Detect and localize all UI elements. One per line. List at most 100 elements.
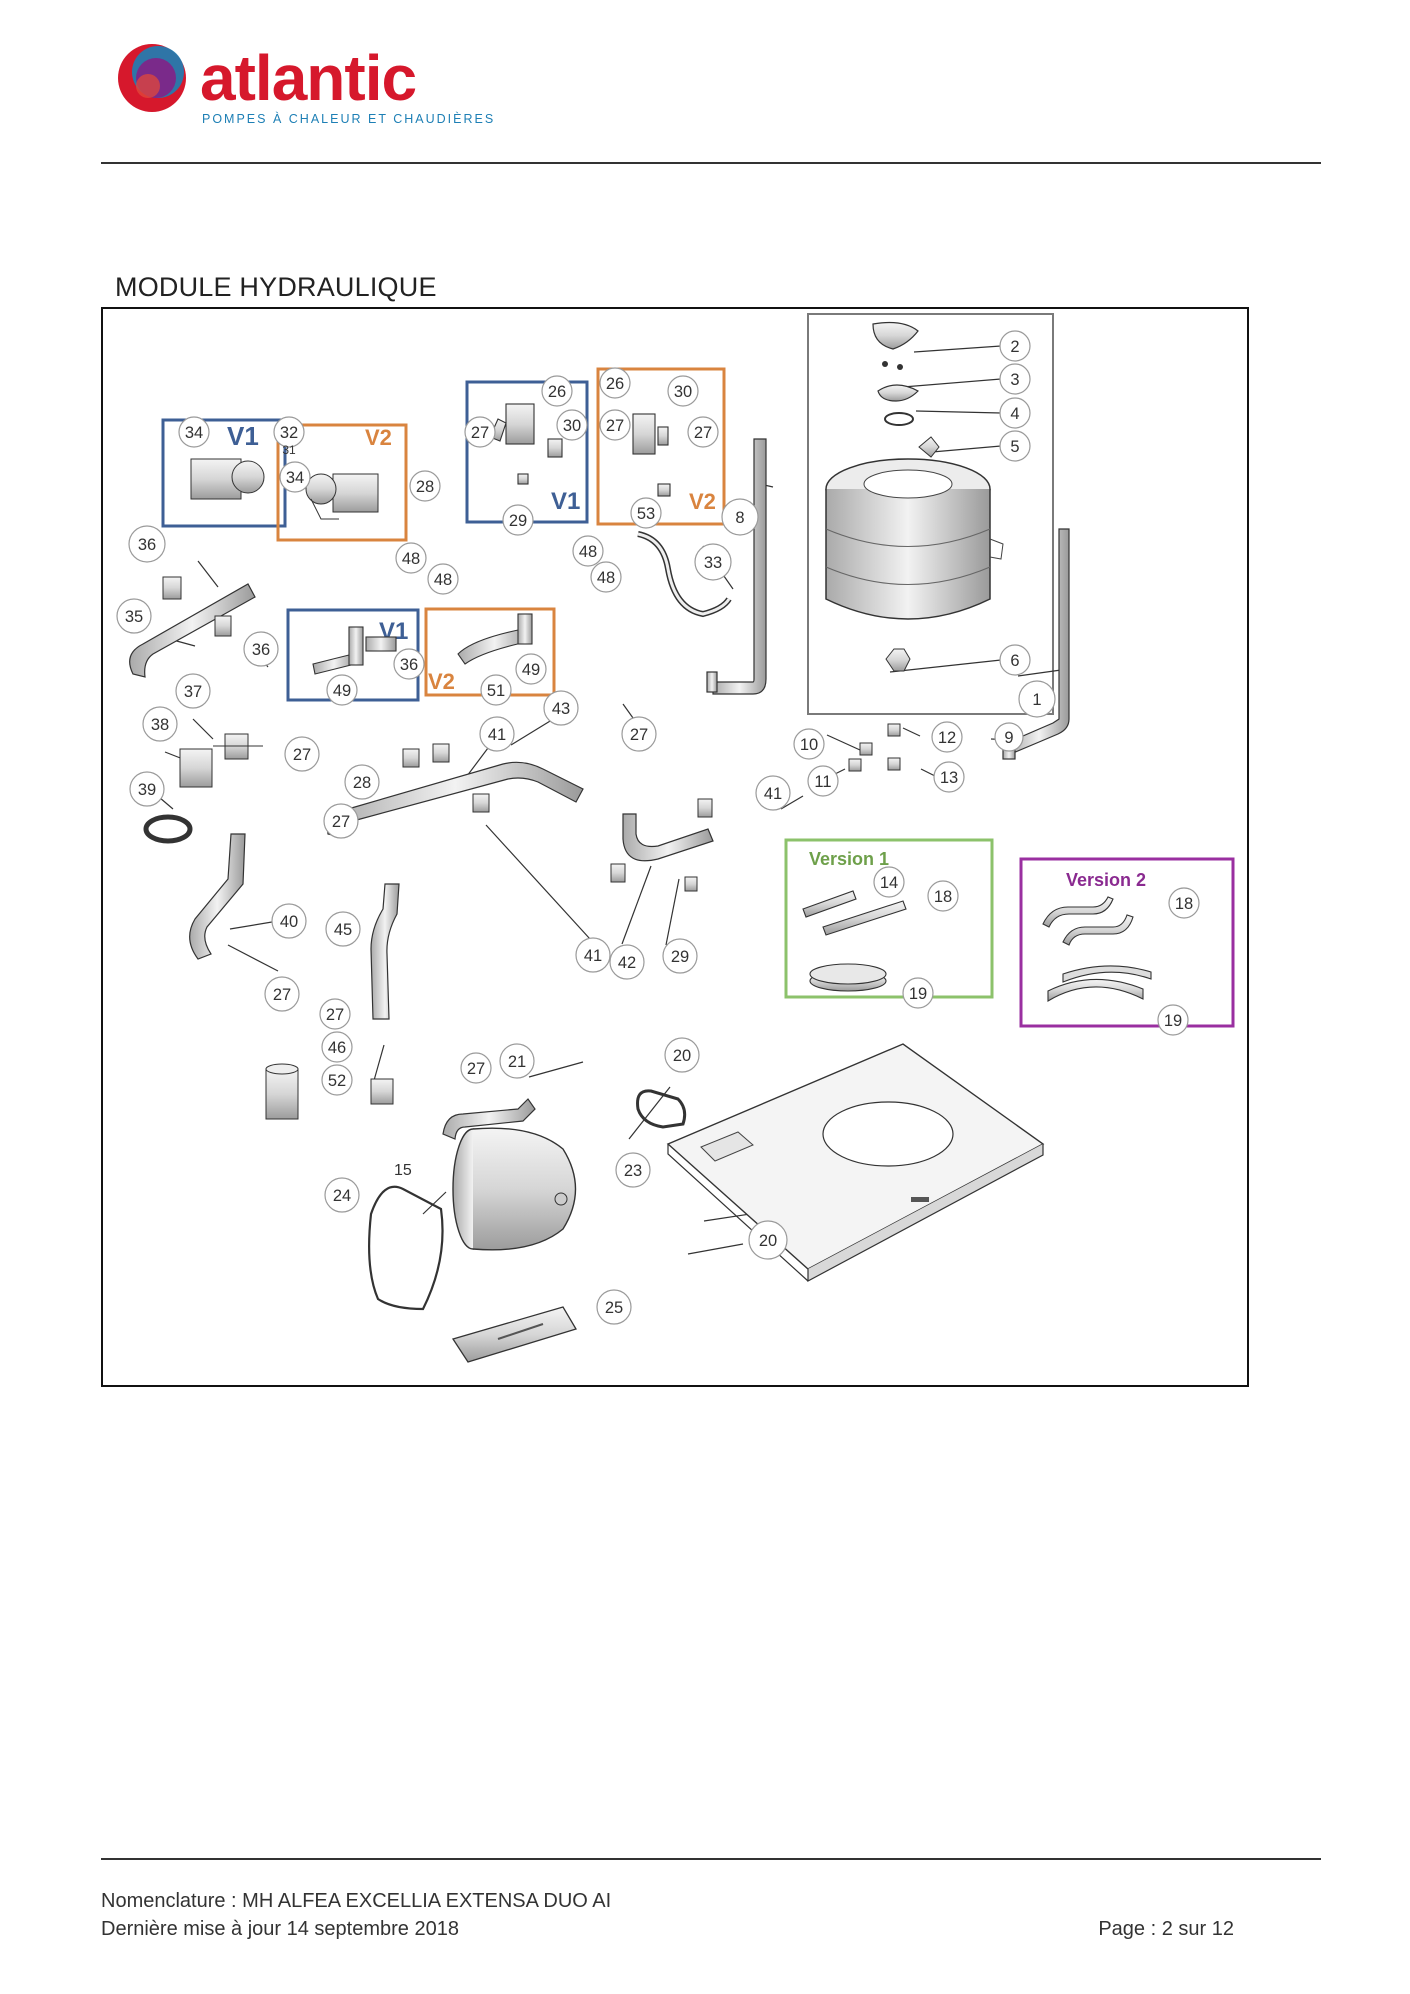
pipe-40 xyxy=(189,833,246,960)
callout-42: 42 xyxy=(609,944,645,980)
svg-text:53: 53 xyxy=(637,505,655,523)
svg-text:52: 52 xyxy=(328,1072,346,1090)
svg-text:14: 14 xyxy=(880,874,898,892)
svg-text:49: 49 xyxy=(333,682,351,700)
callout-19: 20 xyxy=(748,1220,788,1260)
callout-27: 27 xyxy=(460,1052,492,1084)
svg-text:18: 18 xyxy=(934,888,952,906)
svg-text:27: 27 xyxy=(326,1006,344,1024)
svg-text:36: 36 xyxy=(252,641,270,659)
svg-text:2: 2 xyxy=(1010,338,1019,356)
callout-34: 34 xyxy=(279,461,311,493)
callout-9: 9 xyxy=(994,722,1024,752)
svg-text:27: 27 xyxy=(630,726,648,744)
svg-text:21: 21 xyxy=(508,1053,526,1071)
callout-27: 27 xyxy=(323,803,359,839)
svg-text:35: 35 xyxy=(125,608,143,626)
svg-text:19: 19 xyxy=(1164,1012,1182,1030)
callout-14: 18 xyxy=(927,880,959,912)
svg-text:36: 36 xyxy=(400,656,418,674)
svg-text:43: 43 xyxy=(552,700,570,718)
callout-26: 26 xyxy=(599,367,631,399)
svg-text:13: 13 xyxy=(940,769,958,787)
svg-text:42: 42 xyxy=(618,954,636,972)
callout-25: 25 xyxy=(596,1289,632,1325)
svg-text:34: 34 xyxy=(185,424,203,442)
callout-24: 24 xyxy=(324,1177,360,1213)
svg-text:48: 48 xyxy=(579,543,597,561)
svg-text:27: 27 xyxy=(694,424,712,442)
callout-2: 2 xyxy=(999,330,1031,362)
svg-text:32: 32 xyxy=(280,424,298,442)
svg-text:9: 9 xyxy=(1004,729,1013,747)
pipe-35 xyxy=(129,583,256,678)
cable-39 xyxy=(143,814,193,844)
callouts: 2 3 4 5 6 1 8 9 10 11 12 13 26 30 27 26 … xyxy=(116,330,1200,1325)
svg-text:10: 10 xyxy=(800,736,818,754)
svg-text:34: 34 xyxy=(286,469,304,487)
callout-28: 28 xyxy=(344,764,380,800)
callout-41: 41 xyxy=(575,937,611,973)
svg-text:20: 20 xyxy=(759,1232,777,1250)
callout-11: 11 xyxy=(807,765,839,797)
svg-text:27: 27 xyxy=(332,813,350,831)
v1-label: V1 xyxy=(551,488,580,515)
callout-1: 1 xyxy=(1018,680,1056,718)
version1-box xyxy=(784,838,994,999)
callout-40: 40 xyxy=(271,903,307,939)
callout-10: 10 xyxy=(793,728,825,760)
callout-41: 41 xyxy=(479,716,515,752)
callout-41: 41 xyxy=(755,775,791,811)
callout-49: 49 xyxy=(515,653,547,685)
callout-32: 32 xyxy=(273,416,305,448)
svg-text:27: 27 xyxy=(471,424,489,442)
svg-text:11: 11 xyxy=(814,773,831,791)
gasket-20 xyxy=(636,1089,687,1129)
callout-39: 39 xyxy=(129,771,165,807)
svg-text:41: 41 xyxy=(764,785,782,803)
version1-title: Version 1 xyxy=(809,849,889,869)
footer-updated: Dernière mise à jour 14 septembre 2018 xyxy=(101,1918,459,1940)
svg-text:29: 29 xyxy=(509,512,527,530)
fitting-46 xyxy=(370,1078,394,1105)
footer-nomenclature: Nomenclature : MH ALFEA EXCELLIA EXTENSA… xyxy=(101,1890,612,1912)
callout-12: 12 xyxy=(931,721,963,753)
svg-text:26: 26 xyxy=(548,383,566,401)
callout-28: 28 xyxy=(409,470,441,502)
footer-page-number: Page : 2 sur 12 xyxy=(1098,1918,1234,1940)
svg-text:48: 48 xyxy=(434,571,452,589)
callout-52: 51 xyxy=(480,674,512,706)
svg-text:31: 31 xyxy=(282,443,296,457)
callout-36: 36 xyxy=(128,525,166,563)
svg-text:45: 45 xyxy=(334,921,352,939)
callout-27: 27 xyxy=(264,976,300,1012)
callout-48: 48 xyxy=(590,561,622,593)
brand-logo: atlantic POMPES À CHALEUR ET CHAUDIÈRES xyxy=(112,38,493,138)
svg-text:37: 37 xyxy=(184,683,202,701)
callout-48: 48 xyxy=(395,542,427,574)
svg-text:18: 18 xyxy=(1175,895,1193,913)
svg-text:49: 49 xyxy=(522,661,540,679)
callout-51: 52 xyxy=(321,1064,353,1096)
callout-36: 36 xyxy=(393,648,425,680)
callout-23: 23 xyxy=(615,1152,651,1188)
callout-37: 37 xyxy=(175,673,211,709)
svg-text:27: 27 xyxy=(273,986,291,1004)
callout-18: 19 xyxy=(902,977,934,1009)
callout-27: 27 xyxy=(687,416,719,448)
v2-label: V2 xyxy=(428,669,455,694)
svg-text:38: 38 xyxy=(151,716,169,734)
callout-6: 6 xyxy=(999,644,1031,676)
valve-37 xyxy=(213,733,263,760)
callout-27: 27 xyxy=(464,416,496,448)
callout-4: 4 xyxy=(999,397,1031,429)
part-label-15: 15 xyxy=(394,1162,412,1179)
exploded-diagram: V1 V2 V1 V2 V1 V2 Version 1 Version 2 xyxy=(101,307,1249,1387)
callout-36: 36 xyxy=(243,631,279,667)
svg-text:28: 28 xyxy=(416,478,434,496)
svg-text:48: 48 xyxy=(402,550,420,568)
fittings-10-13 xyxy=(848,723,901,772)
base-tray-19 xyxy=(666,1043,1045,1283)
svg-text:24: 24 xyxy=(333,1187,351,1205)
svg-text:23: 23 xyxy=(624,1162,642,1180)
